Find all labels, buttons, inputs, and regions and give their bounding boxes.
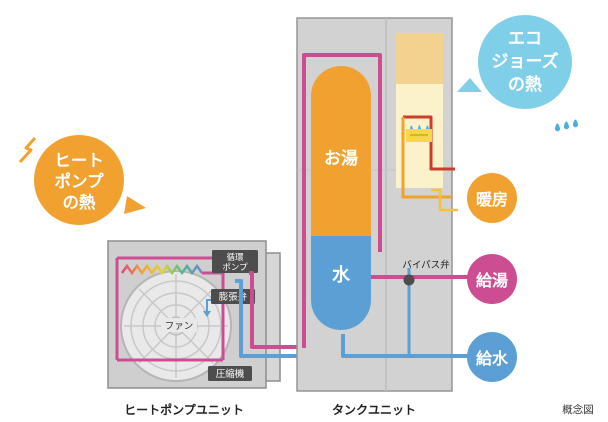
caption-tank-unit: タンクユニット <box>332 403 416 417</box>
tank-unit: お湯 水 バイパス弁 <box>296 17 471 392</box>
output-water-supply: 給水 <box>467 332 517 382</box>
pipe-hp-to-tank-hot <box>249 271 316 349</box>
tank-hot-zone <box>311 66 371 236</box>
heating-label: 暖房 <box>476 190 508 209</box>
output-heating: 暖房 <box>467 173 517 223</box>
heating-circuit-orange <box>401 117 452 199</box>
heatpump-heat-bubble: ヒート ポンプ の熱 <box>18 135 146 225</box>
tank-water-label: 水 <box>332 264 351 286</box>
circulation-pump-label-2: ポンプ <box>222 263 248 273</box>
tank-hot-label: お湯 <box>324 149 358 169</box>
heatpump-bubble-line-1: ヒート <box>54 151 104 170</box>
heatpump-bubble-line-3: の熱 <box>63 192 97 212</box>
fan-label-bg <box>161 318 197 332</box>
bypass-valve-label: バイパス弁 <box>402 259 450 271</box>
ecojoz-bubble-tail <box>457 78 482 92</box>
circulation-pump-badge <box>212 250 258 273</box>
gas-flame-icon <box>410 125 429 129</box>
fan-label: ファン <box>165 321 194 332</box>
expansion-valve-badge <box>211 289 255 304</box>
output-hot-supply: 給湯 <box>467 254 517 304</box>
caption-concept: 概念図 <box>562 403 594 416</box>
water-supply-circle <box>467 332 517 382</box>
pipe-water-supply <box>341 334 471 358</box>
pipe-tank-to-hp-cold <box>235 279 343 358</box>
ecojoz-bubble-line-2: ジョーズ <box>491 51 558 72</box>
flame-drops-icon <box>554 119 579 132</box>
compressor-badge <box>208 366 252 381</box>
compressor-label: 圧縮機 <box>216 368 245 380</box>
heating-circuit-red <box>403 115 455 171</box>
fan-icon <box>120 270 232 382</box>
heatpump-unit: ファン 循環 ポンプ 膨張弁 圧縮機 <box>107 240 281 389</box>
heatpump-bubble-line-2: ポンプ <box>54 171 104 191</box>
heatpump-bubble-tail <box>124 196 146 214</box>
hot-water-tank: お湯 水 <box>311 66 371 330</box>
heatpump-bubble <box>34 135 124 225</box>
expansion-valve-arrow <box>203 311 211 317</box>
ecojoz-bubble <box>478 15 572 109</box>
caption-heatpump-unit: ヒートポンプユニット <box>124 402 244 417</box>
bypass-valve-icon <box>403 274 415 286</box>
tank-water-zone <box>311 236 371 330</box>
hot-supply-circle <box>467 254 517 304</box>
heat-exchanger-zigzag <box>120 263 204 276</box>
water-supply-label: 給水 <box>476 349 509 368</box>
hot-supply-label: 給湯 <box>476 271 508 290</box>
spark-icon <box>18 136 37 164</box>
ecojoz-heat-bubble: エコ ジョーズ の熱 <box>457 15 579 132</box>
ecojoz-bubble-line-3: の熱 <box>508 74 542 95</box>
expansion-valve-label: 膨張弁 <box>219 291 248 303</box>
heating-circuit-yellow <box>431 188 458 212</box>
circulation-pump-label-1: 循環 <box>226 252 244 263</box>
ecojoz-flue <box>396 33 443 84</box>
pipe-tank-loop <box>302 53 382 348</box>
heating-circle <box>467 173 517 223</box>
ecojoz-bubble-line-1: エコ <box>508 29 542 49</box>
